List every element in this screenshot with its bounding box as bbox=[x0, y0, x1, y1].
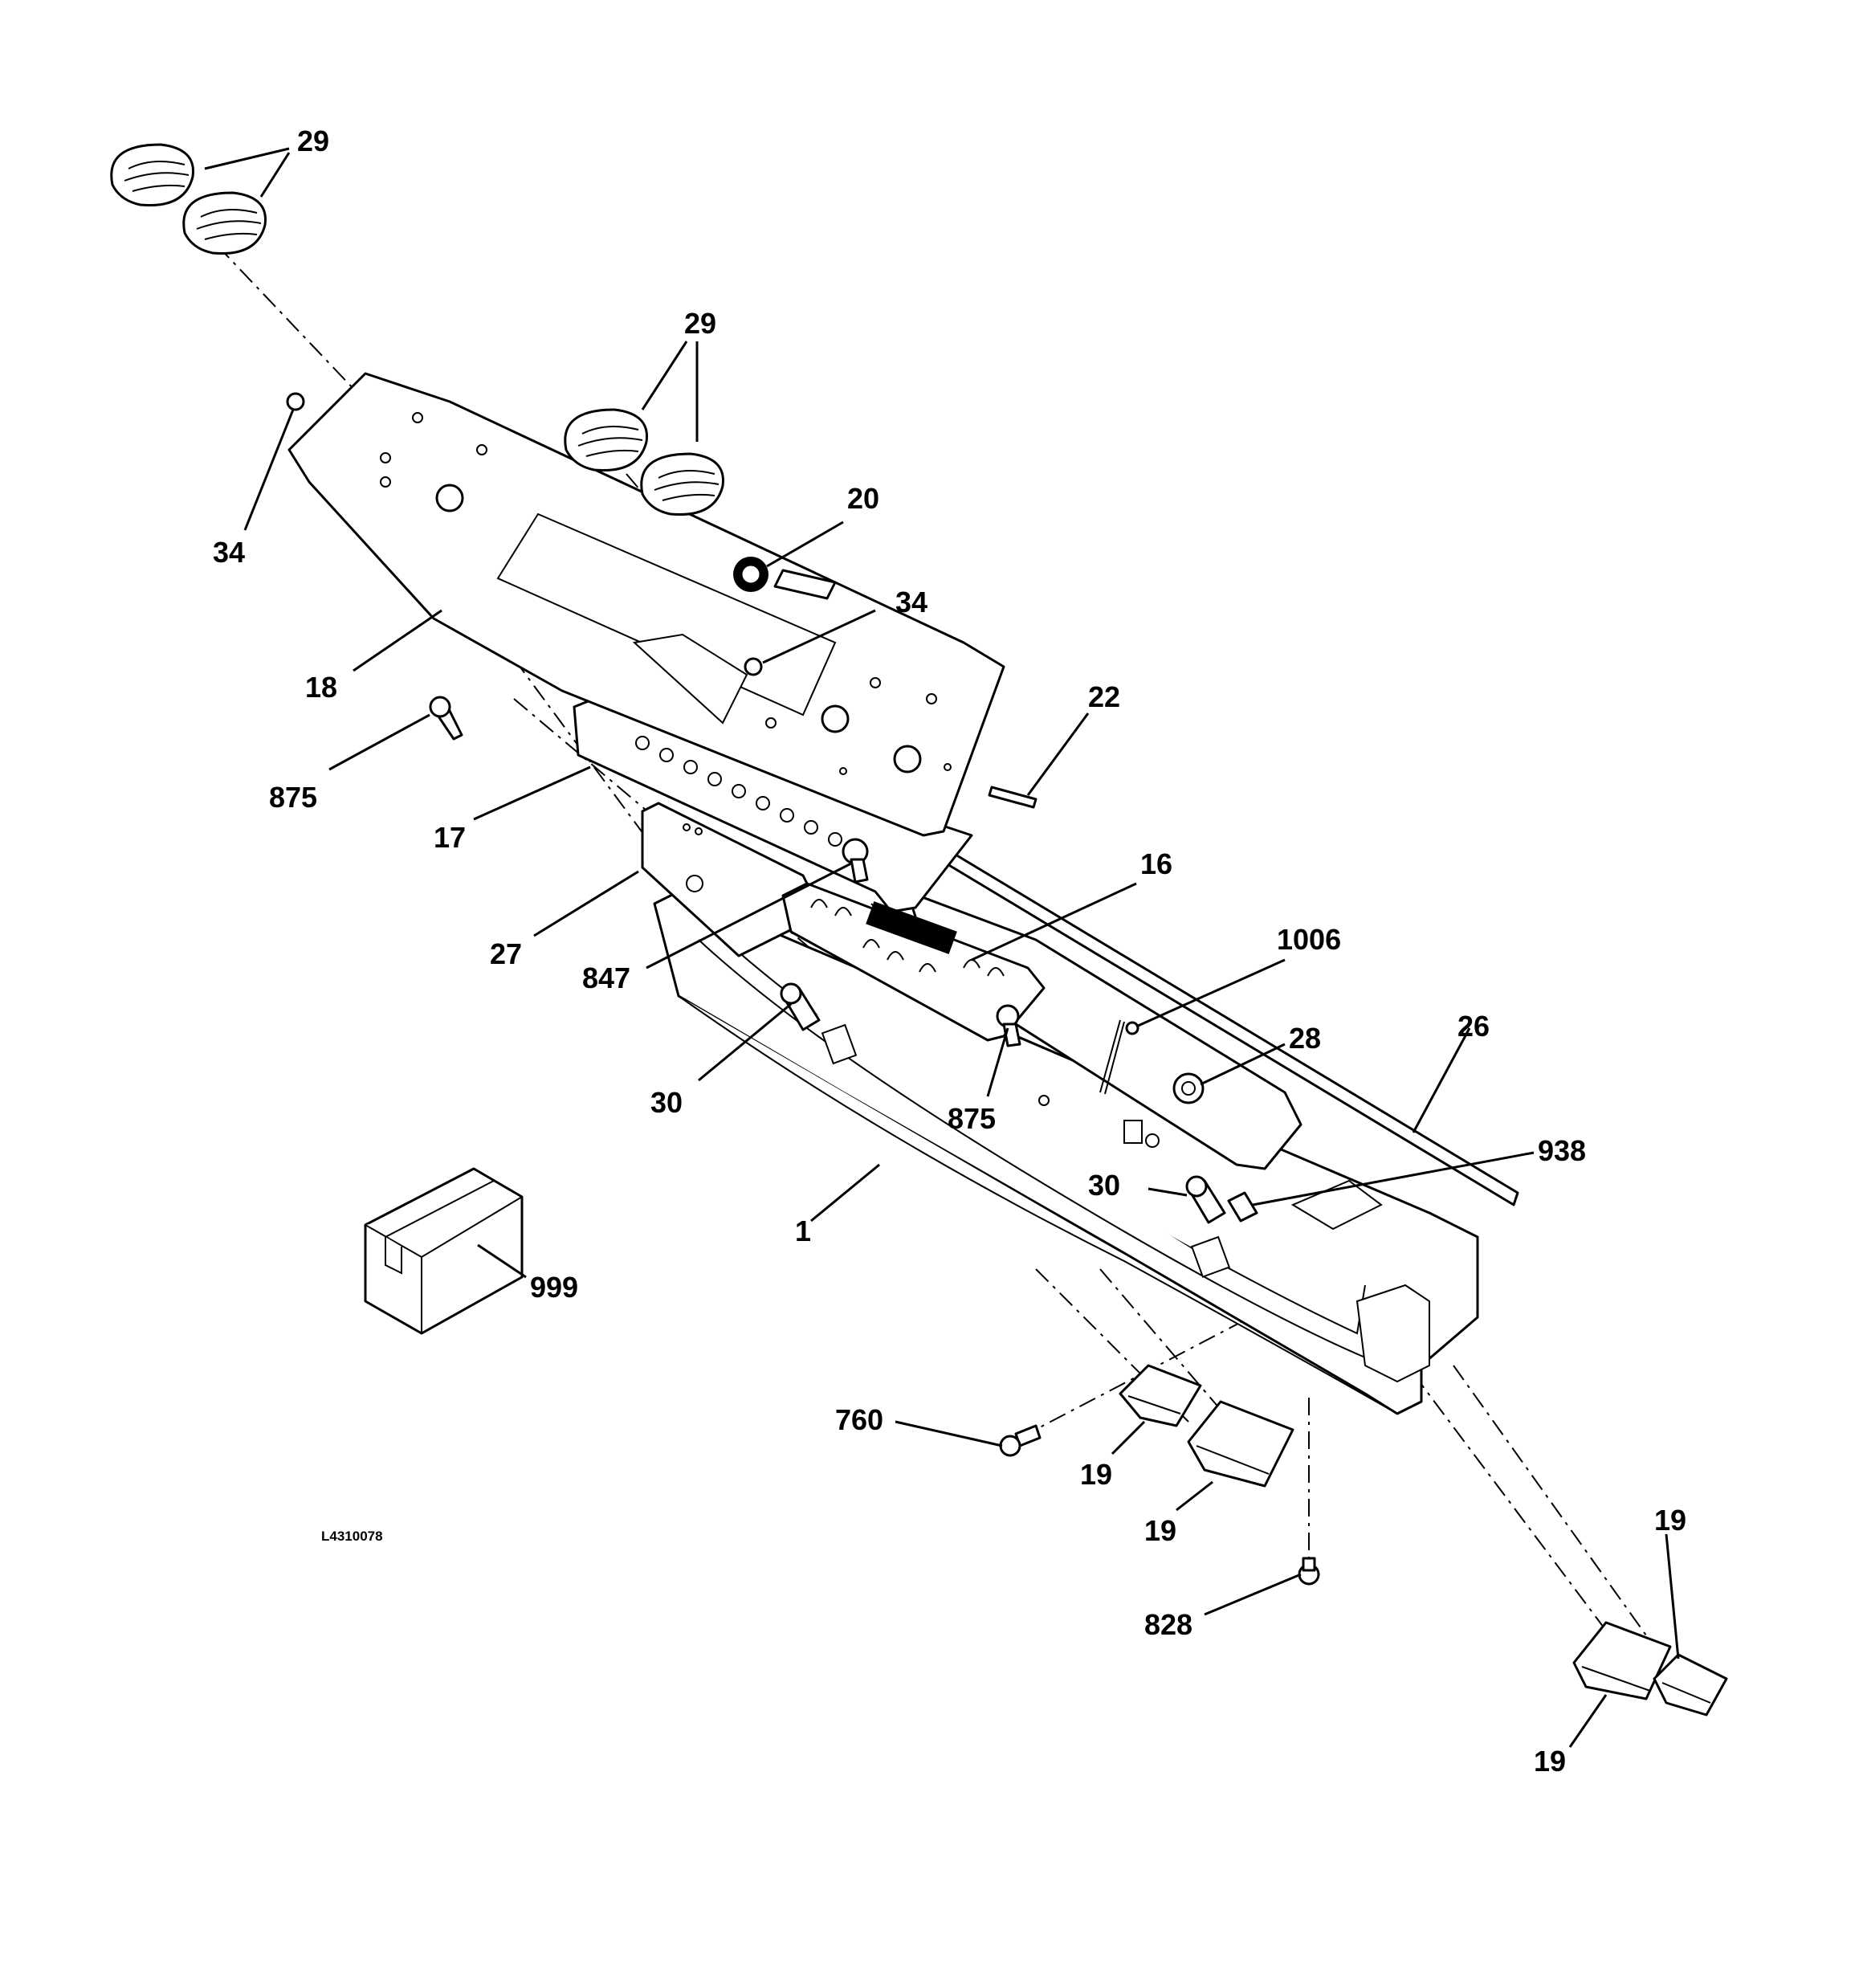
label-34-middle: 34 bbox=[895, 586, 927, 618]
knob-top-left-2[interactable] bbox=[182, 191, 267, 255]
screw-760 bbox=[999, 1424, 1042, 1457]
label-19-c: 19 bbox=[1654, 1504, 1686, 1537]
label-938: 938 bbox=[1538, 1134, 1586, 1167]
label-26: 26 bbox=[1457, 1010, 1490, 1043]
electronic-control-board bbox=[781, 882, 1046, 1042]
knob-middle-1[interactable] bbox=[564, 408, 648, 472]
callout-labels: 29 29 34 18 875 17 27 847 30 20 34 22 16… bbox=[213, 125, 1686, 1778]
label-29-top: 29 bbox=[297, 125, 329, 157]
label-1: 1 bbox=[795, 1214, 811, 1247]
switch-19-b bbox=[1187, 1400, 1294, 1488]
screw-1006 bbox=[1125, 1021, 1139, 1035]
switch-19-c bbox=[1572, 1621, 1672, 1700]
label-20: 20 bbox=[847, 482, 879, 515]
backguard-housing bbox=[653, 890, 1479, 1415]
knob-middle-2[interactable] bbox=[640, 452, 724, 516]
drawing-code: L4310078 bbox=[321, 1529, 383, 1544]
label-19-d: 19 bbox=[1534, 1745, 1566, 1778]
panel-markings bbox=[380, 412, 952, 775]
label-847: 847 bbox=[582, 961, 630, 994]
switch-19-a bbox=[1119, 1364, 1202, 1427]
label-30-right: 30 bbox=[1088, 1169, 1120, 1202]
rod bbox=[988, 786, 1037, 809]
plug-34-middle bbox=[744, 657, 763, 676]
label-1006: 1006 bbox=[1277, 923, 1341, 956]
label-34-left: 34 bbox=[213, 536, 245, 569]
label-828: 828 bbox=[1144, 1608, 1192, 1641]
box-999 bbox=[364, 1167, 524, 1335]
label-999: 999 bbox=[530, 1271, 578, 1304]
switch-seal bbox=[733, 557, 837, 600]
label-760: 760 bbox=[835, 1403, 883, 1436]
board-connectors bbox=[810, 899, 1005, 977]
label-28: 28 bbox=[1289, 1022, 1321, 1055]
label-22: 22 bbox=[1088, 680, 1120, 713]
label-16: 16 bbox=[1140, 847, 1172, 880]
lamp-30-left bbox=[780, 982, 821, 1031]
label-19-a: 19 bbox=[1080, 1458, 1112, 1491]
label-19-b: 19 bbox=[1144, 1514, 1176, 1547]
clip-938 bbox=[1227, 1191, 1258, 1223]
label-17: 17 bbox=[434, 821, 466, 854]
label-30-left: 30 bbox=[650, 1086, 683, 1119]
switch-19-d bbox=[1653, 1653, 1728, 1717]
label-18: 18 bbox=[305, 671, 337, 704]
label-875-left: 875 bbox=[269, 781, 317, 814]
leader-lines bbox=[204, 147, 1680, 1748]
screw-847 bbox=[842, 838, 869, 884]
label-875-right: 875 bbox=[948, 1102, 996, 1135]
knob-top-left-1[interactable] bbox=[110, 143, 194, 207]
screw-875-left bbox=[429, 696, 463, 741]
nut-28 bbox=[1172, 1072, 1205, 1104]
screw-828 bbox=[1298, 1557, 1320, 1586]
lamp-30-right bbox=[1185, 1175, 1226, 1224]
label-29-middle: 29 bbox=[684, 307, 716, 340]
plug-34-left bbox=[286, 392, 305, 411]
label-27: 27 bbox=[490, 937, 522, 970]
